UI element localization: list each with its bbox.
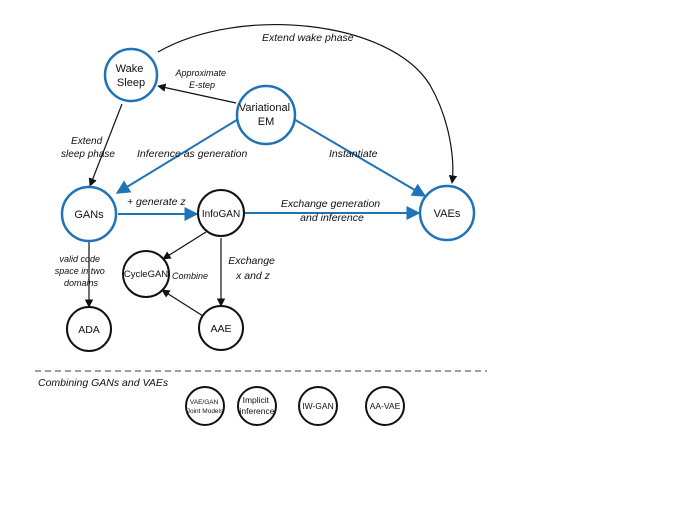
node-variational-em: Variational EM bbox=[235, 84, 297, 146]
footer-item-iw-gan: IW-GAN bbox=[298, 386, 338, 426]
svg-text:GANs: GANs bbox=[74, 209, 104, 221]
edge-approximate-estep bbox=[157, 83, 237, 104]
label-exchange-gen-inf: Exchange generation and inference bbox=[281, 198, 383, 224]
footer-item-implicit-inference: Implicit inference bbox=[237, 386, 277, 426]
svg-text:InfoGAN: InfoGAN bbox=[202, 209, 240, 220]
node-infogan: InfoGAN bbox=[197, 189, 245, 237]
label-combine: Combine bbox=[172, 271, 208, 281]
svg-text:Wake Sleep: Wake Sleep bbox=[116, 63, 147, 89]
svg-text:ADA: ADA bbox=[78, 324, 100, 336]
node-wake-sleep: Wake Sleep bbox=[103, 47, 159, 103]
edge-extend-wake-phase bbox=[157, 23, 458, 184]
edge-aae-cyclegan bbox=[161, 289, 204, 317]
node-aae: AAE bbox=[198, 305, 244, 351]
edge-infogan-cyclegan bbox=[162, 231, 207, 260]
svg-text:VAEs: VAEs bbox=[434, 208, 461, 220]
node-gans: GANs bbox=[60, 185, 118, 243]
edge-extend-sleep-phase bbox=[88, 103, 123, 187]
svg-text:AAE: AAE bbox=[210, 323, 231, 335]
footer-title: Combining GANs and VAEs bbox=[38, 377, 169, 389]
label-generate-z: + generate z bbox=[127, 196, 186, 208]
svg-text:Implicit inference: Implicit inference bbox=[240, 395, 275, 416]
label-extend-wake-phase: Extend wake phase bbox=[262, 32, 354, 44]
label-valid-code-space: valid code space in two domains bbox=[55, 254, 108, 288]
node-ada: ADA bbox=[66, 306, 112, 352]
node-cyclegan: CycleGAN bbox=[122, 250, 170, 298]
svg-text:AA-VAE: AA-VAE bbox=[370, 401, 401, 411]
svg-text:IW-GAN: IW-GAN bbox=[302, 401, 333, 411]
footer-item-aa-vae: AA-VAE bbox=[365, 386, 405, 426]
svg-text:CycleGAN: CycleGAN bbox=[124, 269, 168, 280]
label-instantiate: Instantiate bbox=[329, 148, 378, 160]
edge-inference-as-generation bbox=[115, 117, 241, 194]
node-vaes: VAEs bbox=[418, 184, 476, 242]
footer-item-vae-gan-joint-models: VAE/GAN Joint Models bbox=[185, 386, 225, 426]
svg-text:VAE/GAN Joint Models: VAE/GAN Joint Models bbox=[187, 399, 224, 415]
label-extend-sleep-phase: Extend sleep phase bbox=[61, 136, 115, 160]
label-exchange-x-z: Exchange x and z bbox=[228, 255, 278, 282]
label-approximate-estep: Approximate E-step bbox=[174, 68, 228, 90]
svg-text:Variational EM: Variational EM bbox=[239, 102, 293, 128]
edge-instantiate bbox=[291, 117, 427, 197]
label-inference-as-generation: Inference as generation bbox=[137, 148, 247, 160]
